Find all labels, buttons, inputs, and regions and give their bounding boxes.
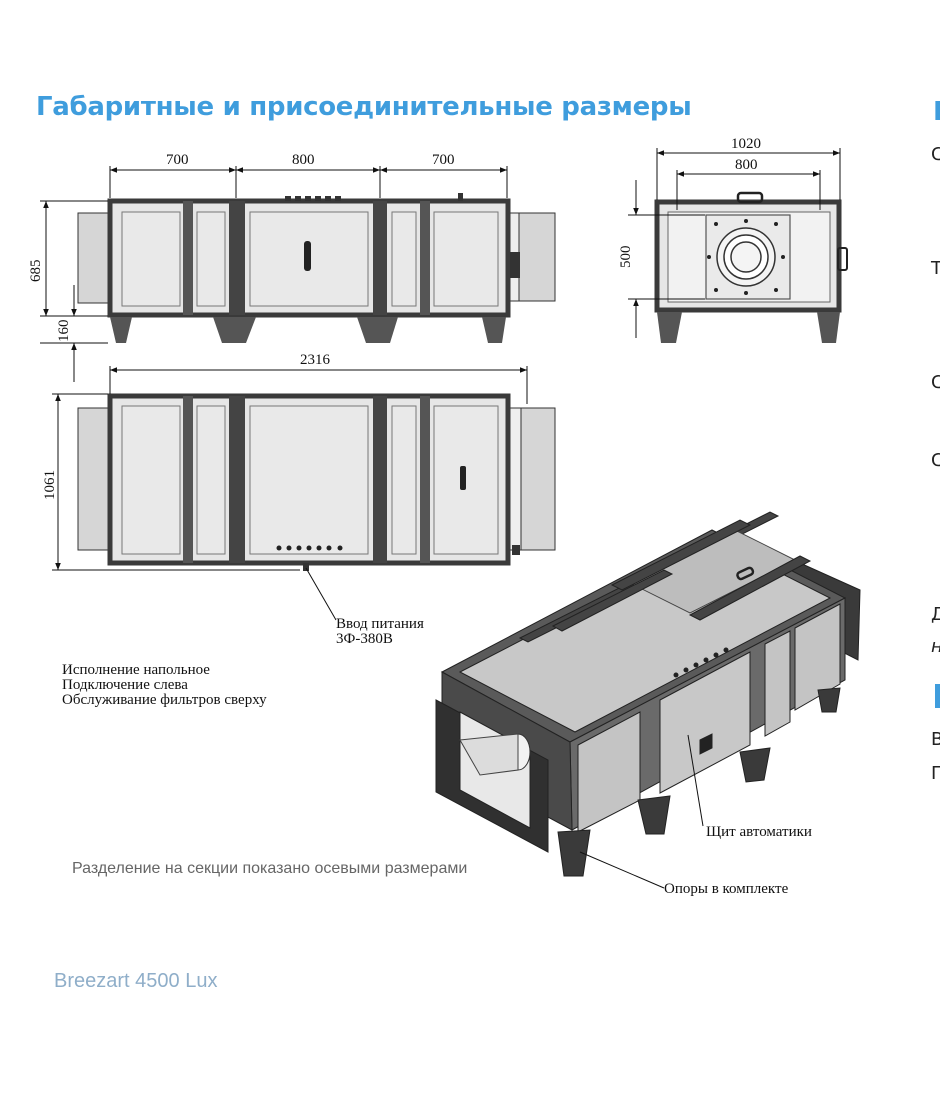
dim-end-outer: 1020 — [731, 136, 761, 152]
front-view — [77, 193, 556, 343]
cut-letter-1: С — [931, 144, 940, 165]
right-cutoff-column: Г С Т С С Д н В П — [930, 97, 940, 784]
dim-end-height: 500 — [618, 246, 634, 269]
dim-section-3: 700 — [432, 152, 455, 168]
cut-letter-5: Д — [931, 604, 940, 625]
dim-section-1: 700 — [166, 152, 189, 168]
note-filter-service: Обслуживание фильтров сверху — [62, 692, 267, 708]
brand-model: Breezart 4500 Lux — [54, 970, 218, 992]
isometric-view — [435, 511, 861, 877]
cut-letter-7: В — [931, 729, 940, 750]
dim-leg-height: 160 — [56, 320, 72, 343]
note-installation: Исполнение напольное — [62, 662, 210, 678]
front-dimensions — [40, 166, 508, 382]
dim-end-inner: 800 — [735, 157, 758, 173]
sections-note: Разделение на секции показано осевыми ра… — [72, 860, 467, 877]
callout-power-voltage: 3Ф-380В — [336, 631, 393, 647]
plan-dimensions — [52, 366, 528, 621]
callout-power: Ввод питания — [336, 616, 424, 632]
dim-section-2: 800 — [292, 152, 315, 168]
callout-automation: Щит автоматики — [706, 824, 812, 840]
dim-plan-width: 1061 — [42, 470, 58, 500]
dim-height: 685 — [28, 260, 44, 283]
plan-view — [77, 393, 556, 571]
cut-blue-heading — [935, 684, 940, 708]
cut-letter-3: С — [931, 372, 940, 393]
note-connection: Подключение слева — [62, 677, 188, 693]
cut-heading: Г — [933, 97, 940, 127]
page-title: Габаритные и присоединительные размеры — [36, 92, 692, 122]
iso-callout-lines — [579, 734, 704, 889]
end-view — [654, 191, 848, 343]
cut-letter-6: н — [931, 636, 940, 657]
end-dimensions — [628, 148, 841, 338]
cut-letter-2: Т — [930, 258, 940, 279]
callout-supports: Опоры в комплекте — [664, 881, 789, 897]
cut-letter-4: С — [931, 450, 940, 471]
cut-letter-8: П — [931, 763, 940, 784]
dim-total-length: 2316 — [300, 352, 331, 368]
